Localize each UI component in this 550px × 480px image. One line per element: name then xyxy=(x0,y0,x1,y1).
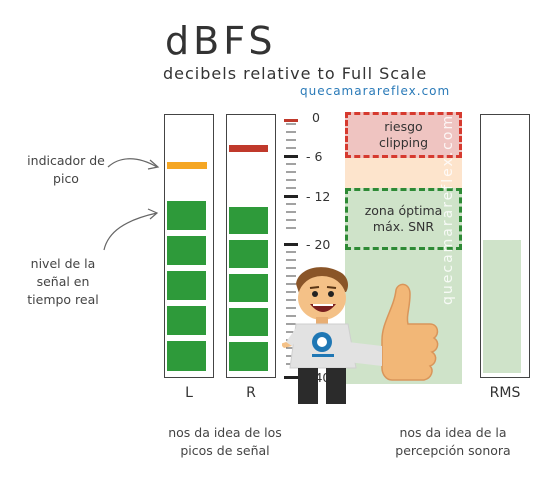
right-level-segment xyxy=(229,240,268,268)
left-level-segment xyxy=(167,236,206,265)
db-label-12: - 12 xyxy=(306,189,331,204)
left-meter-label: L xyxy=(185,385,193,401)
peak-arrow-icon xyxy=(107,158,158,168)
peak-meters-explanation: nos da idea de los picos de señal xyxy=(168,425,282,458)
db-label-0: 0 xyxy=(312,110,320,125)
site-url: quecamarareflex.com xyxy=(300,84,451,98)
right-level-segment xyxy=(229,274,268,302)
right-level-segment xyxy=(229,308,268,336)
level-arrow-icon xyxy=(103,212,158,251)
db-label-6: - 6 xyxy=(306,149,323,164)
rms-level-fill xyxy=(483,240,521,373)
page-subtitle: decibels relative to Full Scale xyxy=(163,64,428,83)
right-peak-indicator xyxy=(229,145,268,152)
level-arrowhead-icon xyxy=(147,208,159,220)
right-level-segment xyxy=(229,342,268,371)
right-level-segment xyxy=(229,207,268,234)
right-meter-label: R xyxy=(246,385,256,401)
left-level-segment xyxy=(167,271,206,300)
rms-explanation: nos da idea de la percepción sonora xyxy=(395,425,511,458)
left-peak-indicator xyxy=(167,162,207,169)
peak-indicator-note: indicador de pico xyxy=(27,153,105,186)
left-level-segment xyxy=(167,341,206,371)
vertical-watermark: quecamarareflex.com xyxy=(440,113,456,305)
left-level-segment xyxy=(167,201,206,230)
db-label-20: - 20 xyxy=(306,237,331,252)
page-title: dBFS xyxy=(165,19,277,63)
rms-meter-label: RMS xyxy=(489,385,521,401)
left-level-segment xyxy=(167,306,206,335)
optimal-snr-zone: zona óptima máx. SNR xyxy=(345,188,462,250)
clipping-risk-label: riesgo clipping xyxy=(378,119,429,150)
optimal-snr-label: zona óptima máx. SNR xyxy=(364,203,443,234)
realtime-level-note: nivel de la señal en tiempo real xyxy=(27,256,99,307)
clipping-risk-zone: riesgo clipping xyxy=(345,112,462,158)
peak-arrowhead-icon xyxy=(147,159,160,170)
mascot-thumbs-up xyxy=(282,267,439,404)
